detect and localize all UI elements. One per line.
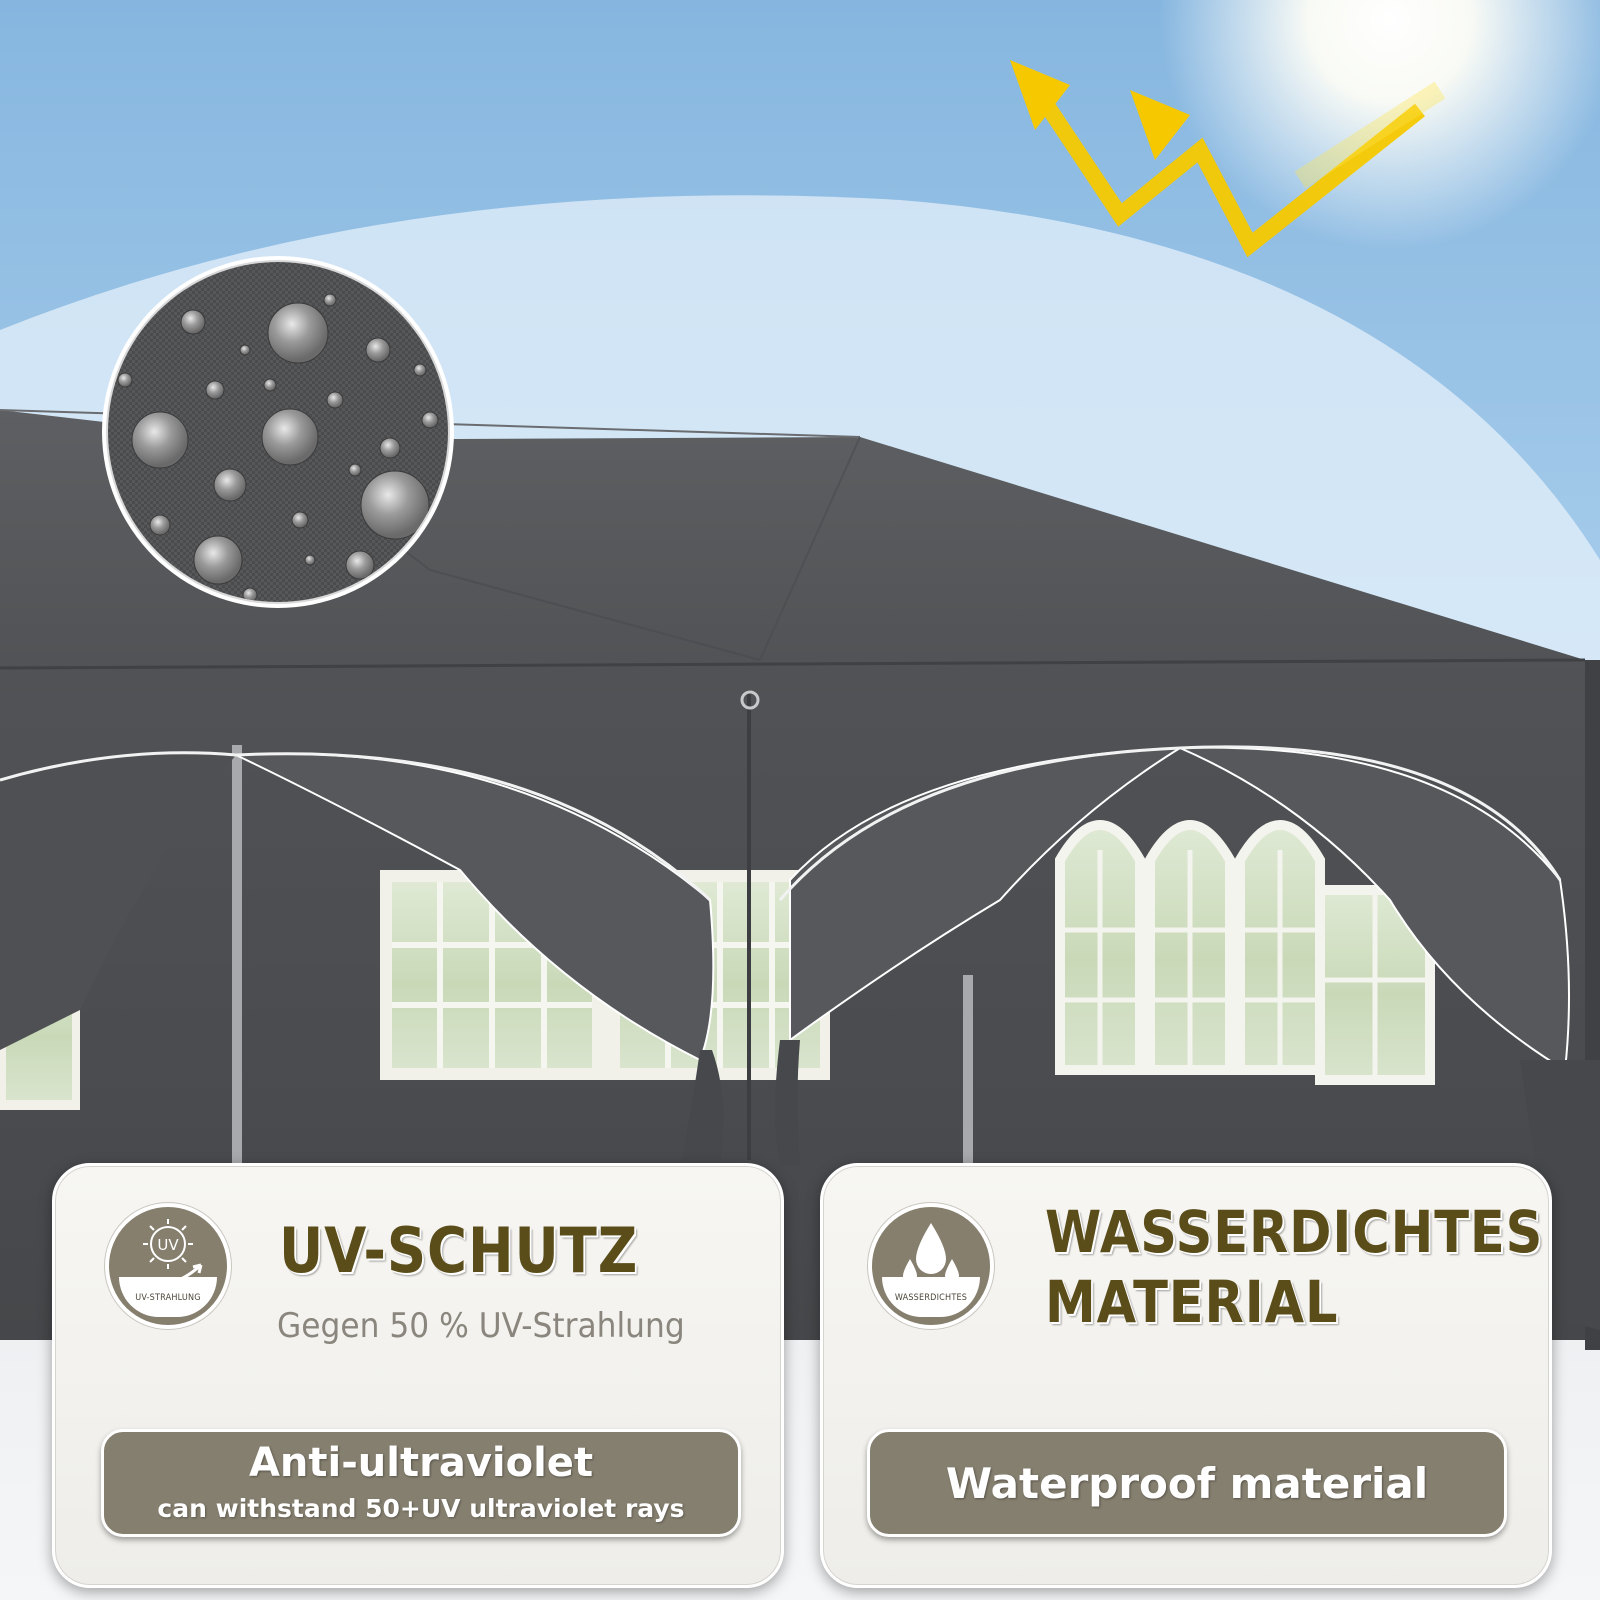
sun-reflection-arrows-icon bbox=[1010, 60, 1446, 258]
waterproof-material-pill: Waterproof material bbox=[867, 1429, 1507, 1537]
water-badge-label: WASSERDICHTES bbox=[894, 1293, 968, 1303]
pill-subtitle: can withstand 50+UV ultraviolet rays bbox=[157, 1494, 685, 1523]
svg-text:UV: UV bbox=[157, 1236, 179, 1254]
uv-sun-shield-icon: UV UV-STRAHLUNG bbox=[105, 1203, 231, 1329]
pill-title: Waterproof material bbox=[945, 1459, 1429, 1508]
uv-protection-card: UV UV-STRAHLUNG UV-SCHUTZ Gegen 50 % UV-… bbox=[52, 1163, 784, 1588]
water-title-line2: MATERIAL bbox=[1045, 1268, 1339, 1336]
waterproof-card: WASSERDICHTES WASSERDICHTES MATERIAL Wat… bbox=[820, 1163, 1552, 1588]
anti-ultraviolet-pill: Anti-ultraviolet can withstand 50+UV ult… bbox=[101, 1429, 741, 1537]
water-droplets-fabric-closeup bbox=[102, 256, 454, 608]
pill-title: Anti-ultraviolet bbox=[248, 1440, 594, 1486]
uv-subtitle: Gegen 50 % UV-Strahlung bbox=[277, 1306, 685, 1346]
water-drops-icon: WASSERDICHTES bbox=[868, 1203, 994, 1329]
water-title-line1: WASSERDICHTES bbox=[1045, 1198, 1544, 1266]
uv-title: UV-SCHUTZ bbox=[279, 1214, 639, 1287]
uv-badge-label: UV-STRAHLUNG bbox=[135, 1293, 201, 1303]
